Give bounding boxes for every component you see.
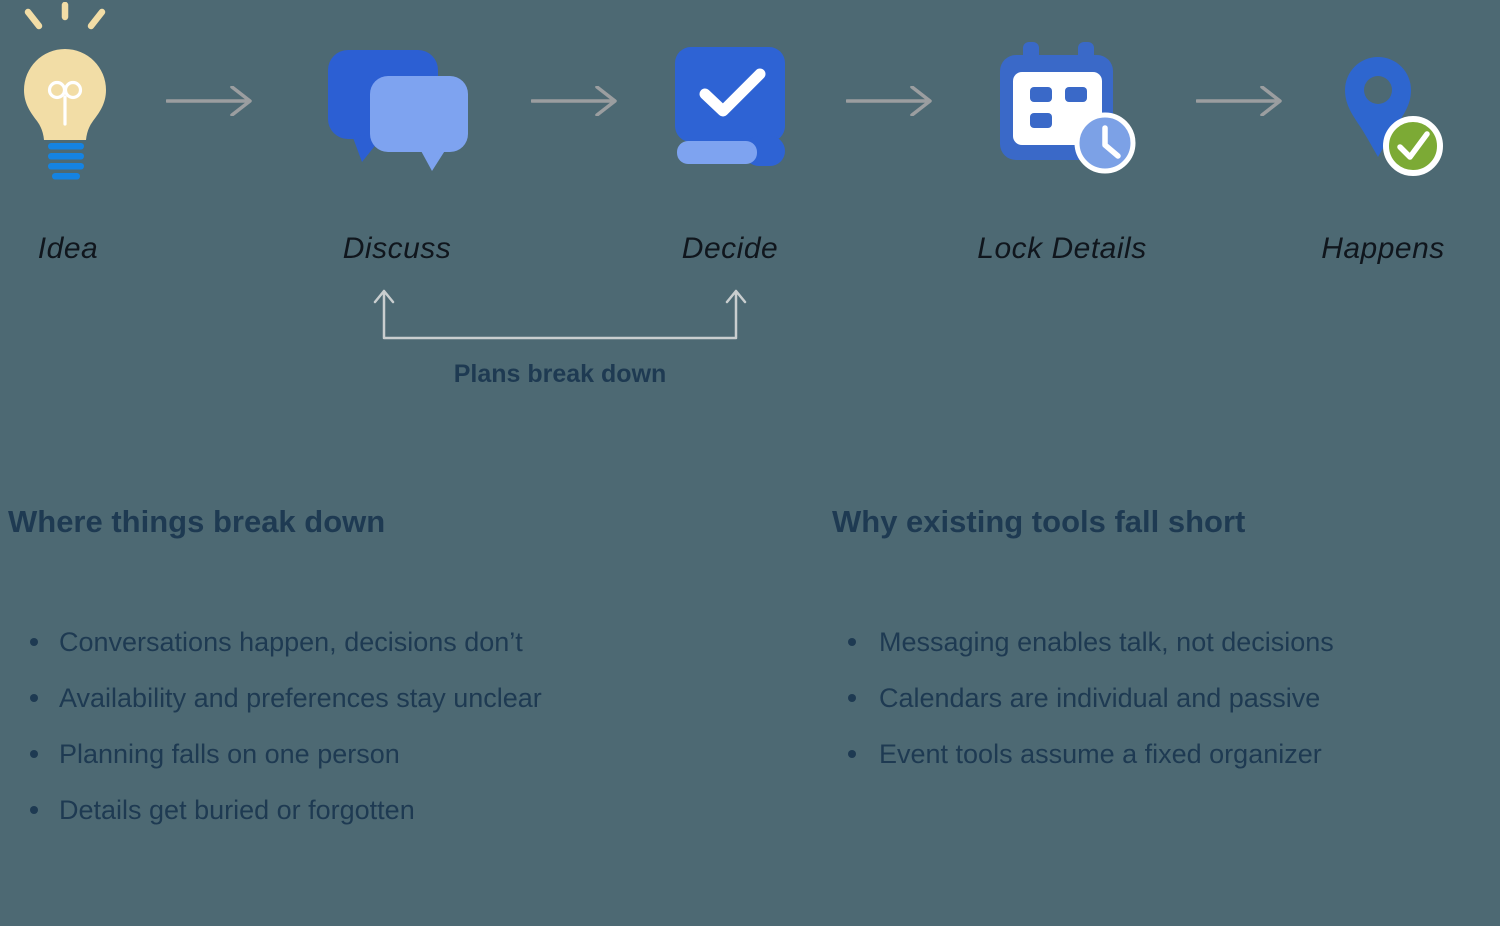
bullet-text: Availability and preferences stay unclea…: [59, 682, 542, 713]
flow-arrow-icon: [531, 86, 617, 116]
bullet-dot-icon: [848, 694, 856, 702]
list-item: Planning falls on one person: [30, 726, 542, 782]
bullet-text: Conversations happen, decisions don’t: [59, 626, 523, 657]
bullet-dot-icon: [848, 750, 856, 758]
section-title-tools: Why existing tools fall short: [832, 504, 1246, 539]
tools-bullet-list: Messaging enables talk, not decisions Ca…: [848, 614, 1334, 782]
flow-arrow-icon: [166, 86, 252, 116]
list-item: Calendars are individual and passive: [848, 670, 1334, 726]
flow-arrow-icon: [846, 86, 932, 116]
step-label-idea: Idea: [37, 232, 99, 265]
section-title-breakdown: Where things break down: [8, 504, 386, 539]
bullet-dot-icon: [30, 694, 38, 702]
bullet-dot-icon: [30, 638, 38, 646]
list-item: Details get buried or forgotten: [30, 782, 542, 838]
bullet-text: Details get buried or forgotten: [59, 794, 415, 825]
list-item: Event tools assume a fixed organizer: [848, 726, 1334, 782]
book-check-icon: [672, 42, 790, 177]
bullet-text: Event tools assume a fixed organizer: [879, 738, 1322, 769]
feedback-loop-arrow-icon: [373, 289, 747, 340]
breakdown-bullet-list: Conversations happen, decisions don’t Av…: [30, 614, 542, 838]
calendar-clock-icon: [998, 38, 1140, 183]
loop-label: Plans break down: [453, 360, 667, 388]
list-item: Messaging enables talk, not decisions: [848, 614, 1334, 670]
bullet-text: Messaging enables talk, not decisions: [879, 626, 1334, 657]
bullet-text: Planning falls on one person: [59, 738, 400, 769]
bullet-dot-icon: [30, 750, 38, 758]
step-label-discuss: Discuss: [342, 232, 452, 265]
step-label-decide: Decide: [681, 232, 779, 265]
step-label-lock-details: Lock Details: [977, 232, 1147, 265]
bullet-text: Calendars are individual and passive: [879, 682, 1321, 713]
lightbulb-icon: [8, 1, 128, 189]
list-item: Conversations happen, decisions don’t: [30, 614, 542, 670]
chat-bubbles-icon: [322, 45, 472, 180]
bullet-dot-icon: [30, 806, 38, 814]
bullet-dot-icon: [848, 638, 856, 646]
step-label-happens: Happens: [1321, 232, 1445, 265]
list-item: Availability and preferences stay unclea…: [30, 670, 542, 726]
flow-arrow-icon: [1196, 86, 1282, 116]
map-pin-check-icon: [1342, 52, 1448, 185]
